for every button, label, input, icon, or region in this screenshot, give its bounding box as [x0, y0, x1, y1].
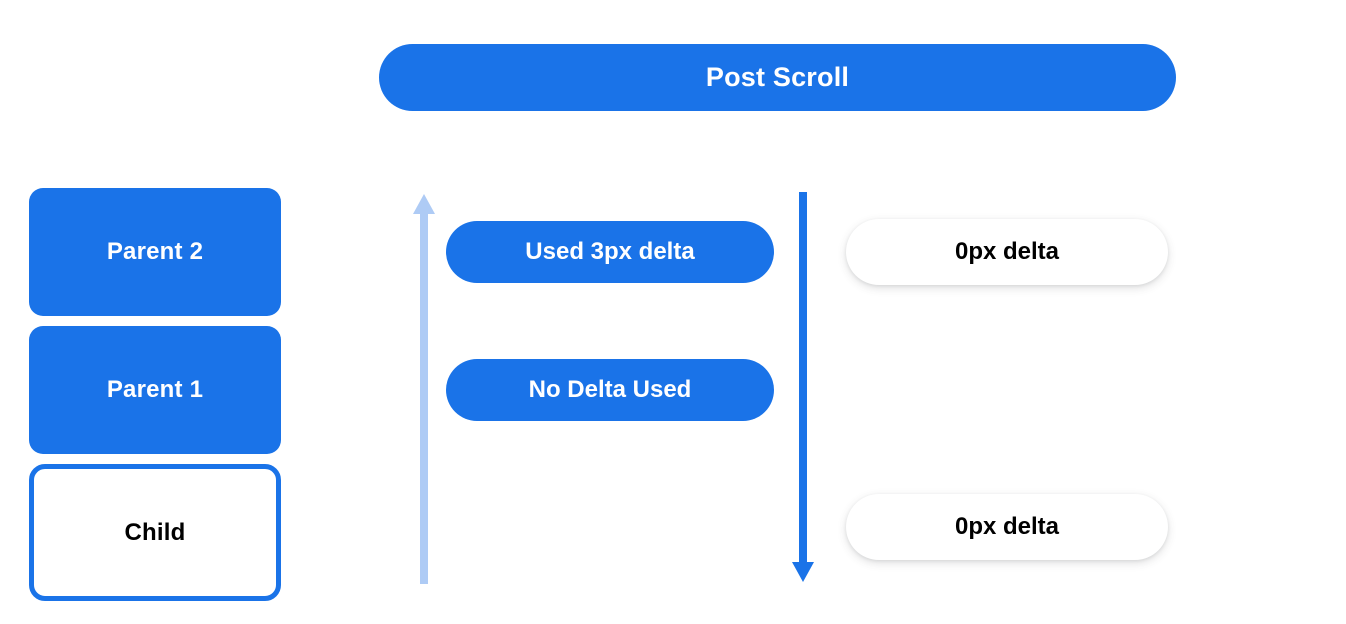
pill-zero-delta-bottom-label: 0px delta: [954, 513, 1060, 540]
node-parent-2-label: Parent 2: [106, 238, 204, 265]
stack-spacer: [29, 316, 281, 326]
page-title: Post Scroll: [705, 62, 850, 92]
post-scroll-header: Post Scroll: [379, 44, 1176, 111]
pill-no-delta-used: No Delta Used: [446, 359, 774, 421]
node-parent-2: Parent 2: [29, 188, 281, 316]
node-parent-1: Parent 1: [29, 326, 281, 454]
scroll-up-arrow-icon: [413, 194, 435, 584]
scroll-down-arrow-icon: [792, 192, 814, 582]
node-stack: Parent 2 Parent 1 Child: [29, 188, 281, 601]
pill-zero-delta-bottom: 0px delta: [846, 494, 1168, 560]
stack-spacer: [29, 454, 281, 464]
pill-zero-delta-top: 0px delta: [846, 219, 1168, 285]
pill-used-3px-delta-label: Used 3px delta: [525, 238, 695, 265]
node-child-label: Child: [124, 518, 186, 546]
node-child: Child: [29, 464, 281, 601]
node-parent-1-label: Parent 1: [106, 376, 204, 403]
pill-used-3px-delta: Used 3px delta: [446, 221, 774, 283]
pill-no-delta-used-label: No Delta Used: [528, 376, 692, 403]
pill-zero-delta-top-label: 0px delta: [954, 238, 1060, 265]
